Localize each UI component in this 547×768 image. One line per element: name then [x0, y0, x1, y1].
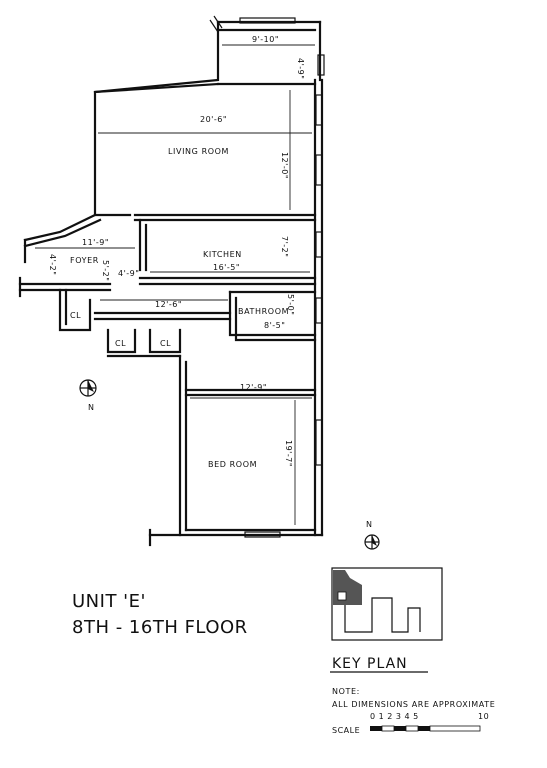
- bathroom-label: BATHROOM: [238, 307, 289, 316]
- dimension-lines: [35, 44, 315, 525]
- foyer-label: FOYER: [70, 256, 99, 265]
- key-plan-label: KEY PLAN: [332, 656, 408, 672]
- dim-terrace-width: 9'-10": [252, 35, 279, 44]
- scale-ticks: 0 1 2 3 4 5: [370, 712, 419, 721]
- dim-living-width: 20'-6": [200, 115, 227, 124]
- closet-label-1: CL: [70, 311, 81, 320]
- dim-foyer-small: 4'-9": [118, 269, 139, 278]
- note-heading: NOTE:: [332, 687, 360, 696]
- walls: [18, 15, 324, 547]
- north-arrow-icon: [79, 379, 97, 397]
- scale-label: SCALE: [332, 726, 360, 735]
- dim-kitchen-depth: 7'-2": [280, 236, 289, 257]
- scale-end: 10: [478, 712, 489, 721]
- bedroom-label: BED ROOM: [208, 460, 257, 469]
- dim-bath-width: 8'-5": [264, 321, 285, 330]
- dim-bed-depth: 19'-7": [284, 440, 293, 467]
- note-text: ALL DIMENSIONS ARE APPROXIMATE: [332, 700, 495, 709]
- dim-hall-width: 12'-6": [155, 300, 182, 309]
- kitchen-label: KITCHEN: [203, 250, 242, 259]
- dim-foyer-vertical: 5'-2": [101, 260, 110, 281]
- dim-bath-depth: 5'-0": [286, 294, 295, 315]
- dim-bed-width: 12'-9": [240, 383, 267, 392]
- living-room-label: LIVING ROOM: [168, 147, 229, 156]
- windows: [239, 17, 325, 538]
- closet-label-2: CL: [115, 339, 126, 348]
- dim-living-depth: 12'-0": [280, 152, 289, 179]
- unit-title: UNIT 'E': [72, 591, 146, 612]
- dim-kitchen-width: 16'-5": [213, 263, 240, 272]
- dim-foyer-width: 11'-9": [82, 238, 109, 247]
- key-plan-north-label: N: [366, 520, 372, 529]
- north-label: N: [88, 403, 94, 412]
- key-plan-north-icon: [364, 534, 380, 550]
- closet-label-3: CL: [160, 339, 171, 348]
- dim-terrace-depth: 4'-9": [296, 58, 305, 79]
- key-plan: [331, 567, 443, 641]
- scale-bar: [370, 725, 481, 732]
- dim-foyer-depth: 4'-2": [48, 254, 57, 275]
- floor-subtitle: 8TH - 16TH FLOOR: [72, 617, 248, 638]
